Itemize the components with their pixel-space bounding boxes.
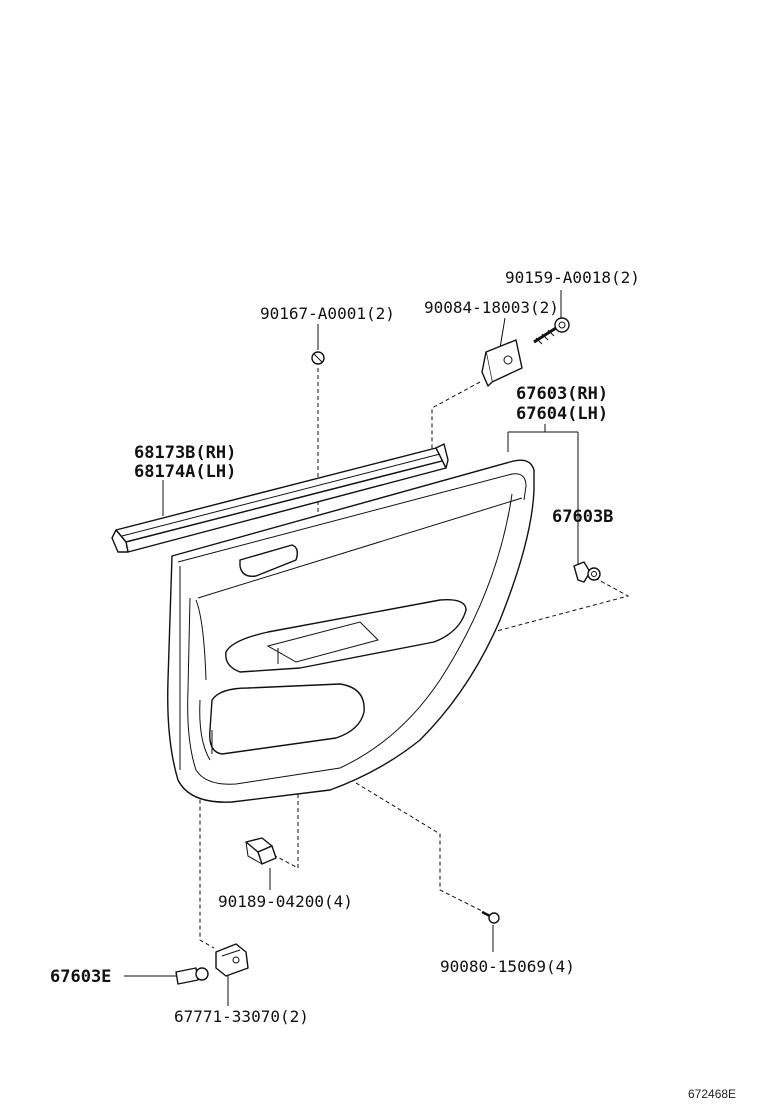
label-weatherstrip-rh: 68173B(RH) (134, 443, 236, 463)
holder-part (215, 943, 249, 977)
clip-part-90189 (245, 837, 277, 865)
label-weatherstrip-lh: 68174A(LH) (134, 462, 236, 482)
label-clip-90167: 90167-A0001(2) (260, 304, 395, 323)
label-nut-90084: 90084-18003(2) (424, 298, 559, 317)
leader-lines (124, 290, 579, 1006)
label-panel-lh: 67604(LH) (516, 404, 608, 424)
label-screw-90080: 90080-15069(4) (440, 957, 575, 976)
label-pin-67603e: 67603E (50, 967, 111, 987)
reference-code: 672468E (688, 1087, 736, 1101)
label-clip-67603b: 67603B (552, 507, 613, 527)
part-labels: 90159-A0018(2) 90084-18003(2) 90167-A000… (50, 268, 736, 1101)
screw-part (481, 910, 500, 924)
label-holder-67771: 67771-33070(2) (174, 1007, 309, 1026)
clip-part-90167 (311, 351, 325, 365)
door-trim-panel (167, 459, 535, 803)
clip-part-67603b (573, 561, 601, 583)
label-panel-rh: 67603(RH) (516, 384, 608, 404)
label-bolt-90159: 90159-A0018(2) (505, 268, 640, 287)
bolt-part (533, 317, 570, 345)
weatherstrip-part (111, 443, 449, 553)
pin-part (175, 967, 209, 985)
label-clip-90189: 90189-04200(4) (218, 892, 353, 911)
nut-bracket-part (481, 339, 523, 387)
